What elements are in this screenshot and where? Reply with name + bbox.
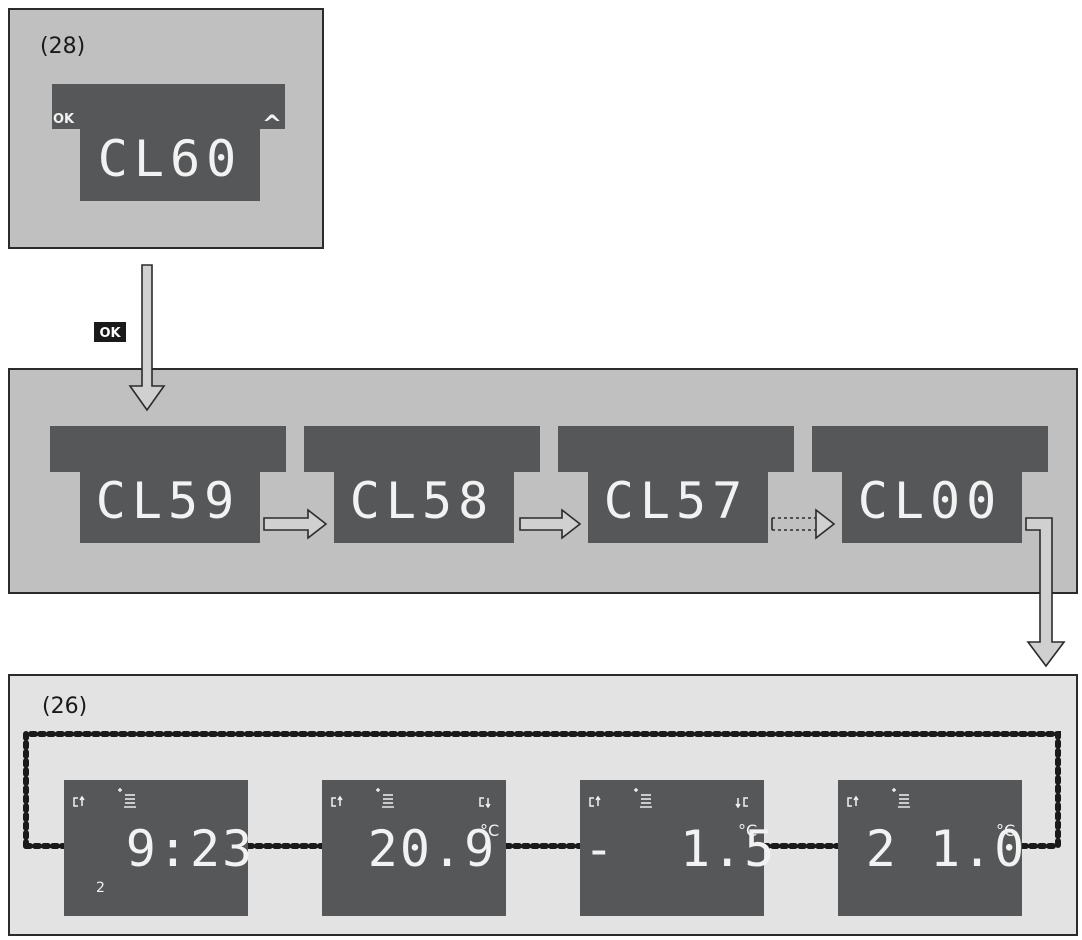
top-display: OK ^ CL60 — [52, 84, 285, 201]
lcd-screen-1: 9:23 2 — [64, 780, 254, 916]
right-arrow-dotted — [771, 508, 836, 540]
top-display-text: CL60 — [98, 130, 242, 188]
top-panel-label: (28) — [40, 34, 86, 59]
lcd-value-2: 20.9 — [368, 820, 496, 878]
lcd-value-4: 2 1.0 — [866, 820, 1027, 878]
lcd-unit-3: °C — [738, 821, 757, 840]
lcd-screen-4: 2 1.0 °C — [838, 780, 1027, 916]
countdown-display-2: CL58 — [304, 426, 540, 543]
elbow-arrow-down — [1025, 517, 1066, 668]
ok-label: OK — [53, 112, 75, 127]
right-arrow-1 — [263, 508, 328, 540]
clock-up-icon — [73, 795, 85, 807]
clock-up-icon — [847, 795, 859, 807]
heat-plus-icon — [118, 788, 136, 808]
lcd-sub-1: 2 — [96, 880, 105, 896]
countdown-display-1: CL59 — [50, 426, 286, 543]
countdown-display-3: CL57 — [558, 426, 794, 543]
lcd-value-1: 9:23 — [126, 820, 254, 878]
lcd-unit-4: °C — [996, 821, 1015, 840]
down-clock-icon — [735, 797, 748, 809]
heat-plus-icon — [892, 788, 910, 808]
heat-plus-icon — [376, 788, 394, 808]
clock-down-icon — [479, 797, 491, 809]
countdown-text-2: CL58 — [350, 472, 494, 530]
countdown-text-1: CL59 — [96, 472, 240, 530]
lcd-screen-3: - 1.5 °C — [580, 780, 777, 916]
bottom-panel-label: (26) — [42, 694, 88, 719]
ok-button-icon: OK — [94, 322, 126, 342]
countdown-text-4: CL00 — [858, 472, 1002, 530]
down-arrow-ok — [128, 264, 166, 412]
lcd-screen-2: 20.9 °C — [322, 780, 506, 916]
clock-up-icon — [331, 795, 343, 807]
up-arrow-icon: ^ — [262, 110, 282, 138]
countdown-display-4: CL00 — [812, 426, 1048, 543]
lcd-unit-2: °C — [480, 821, 499, 840]
svg-text:OK: OK — [99, 326, 121, 341]
clock-up-icon — [589, 795, 601, 807]
countdown-text-3: CL57 — [604, 472, 748, 530]
right-arrow-2 — [519, 508, 582, 540]
lcd-value-3: - 1.5 — [584, 820, 777, 878]
heat-plus-icon — [634, 788, 652, 808]
dotted-loop — [23, 731, 1061, 849]
